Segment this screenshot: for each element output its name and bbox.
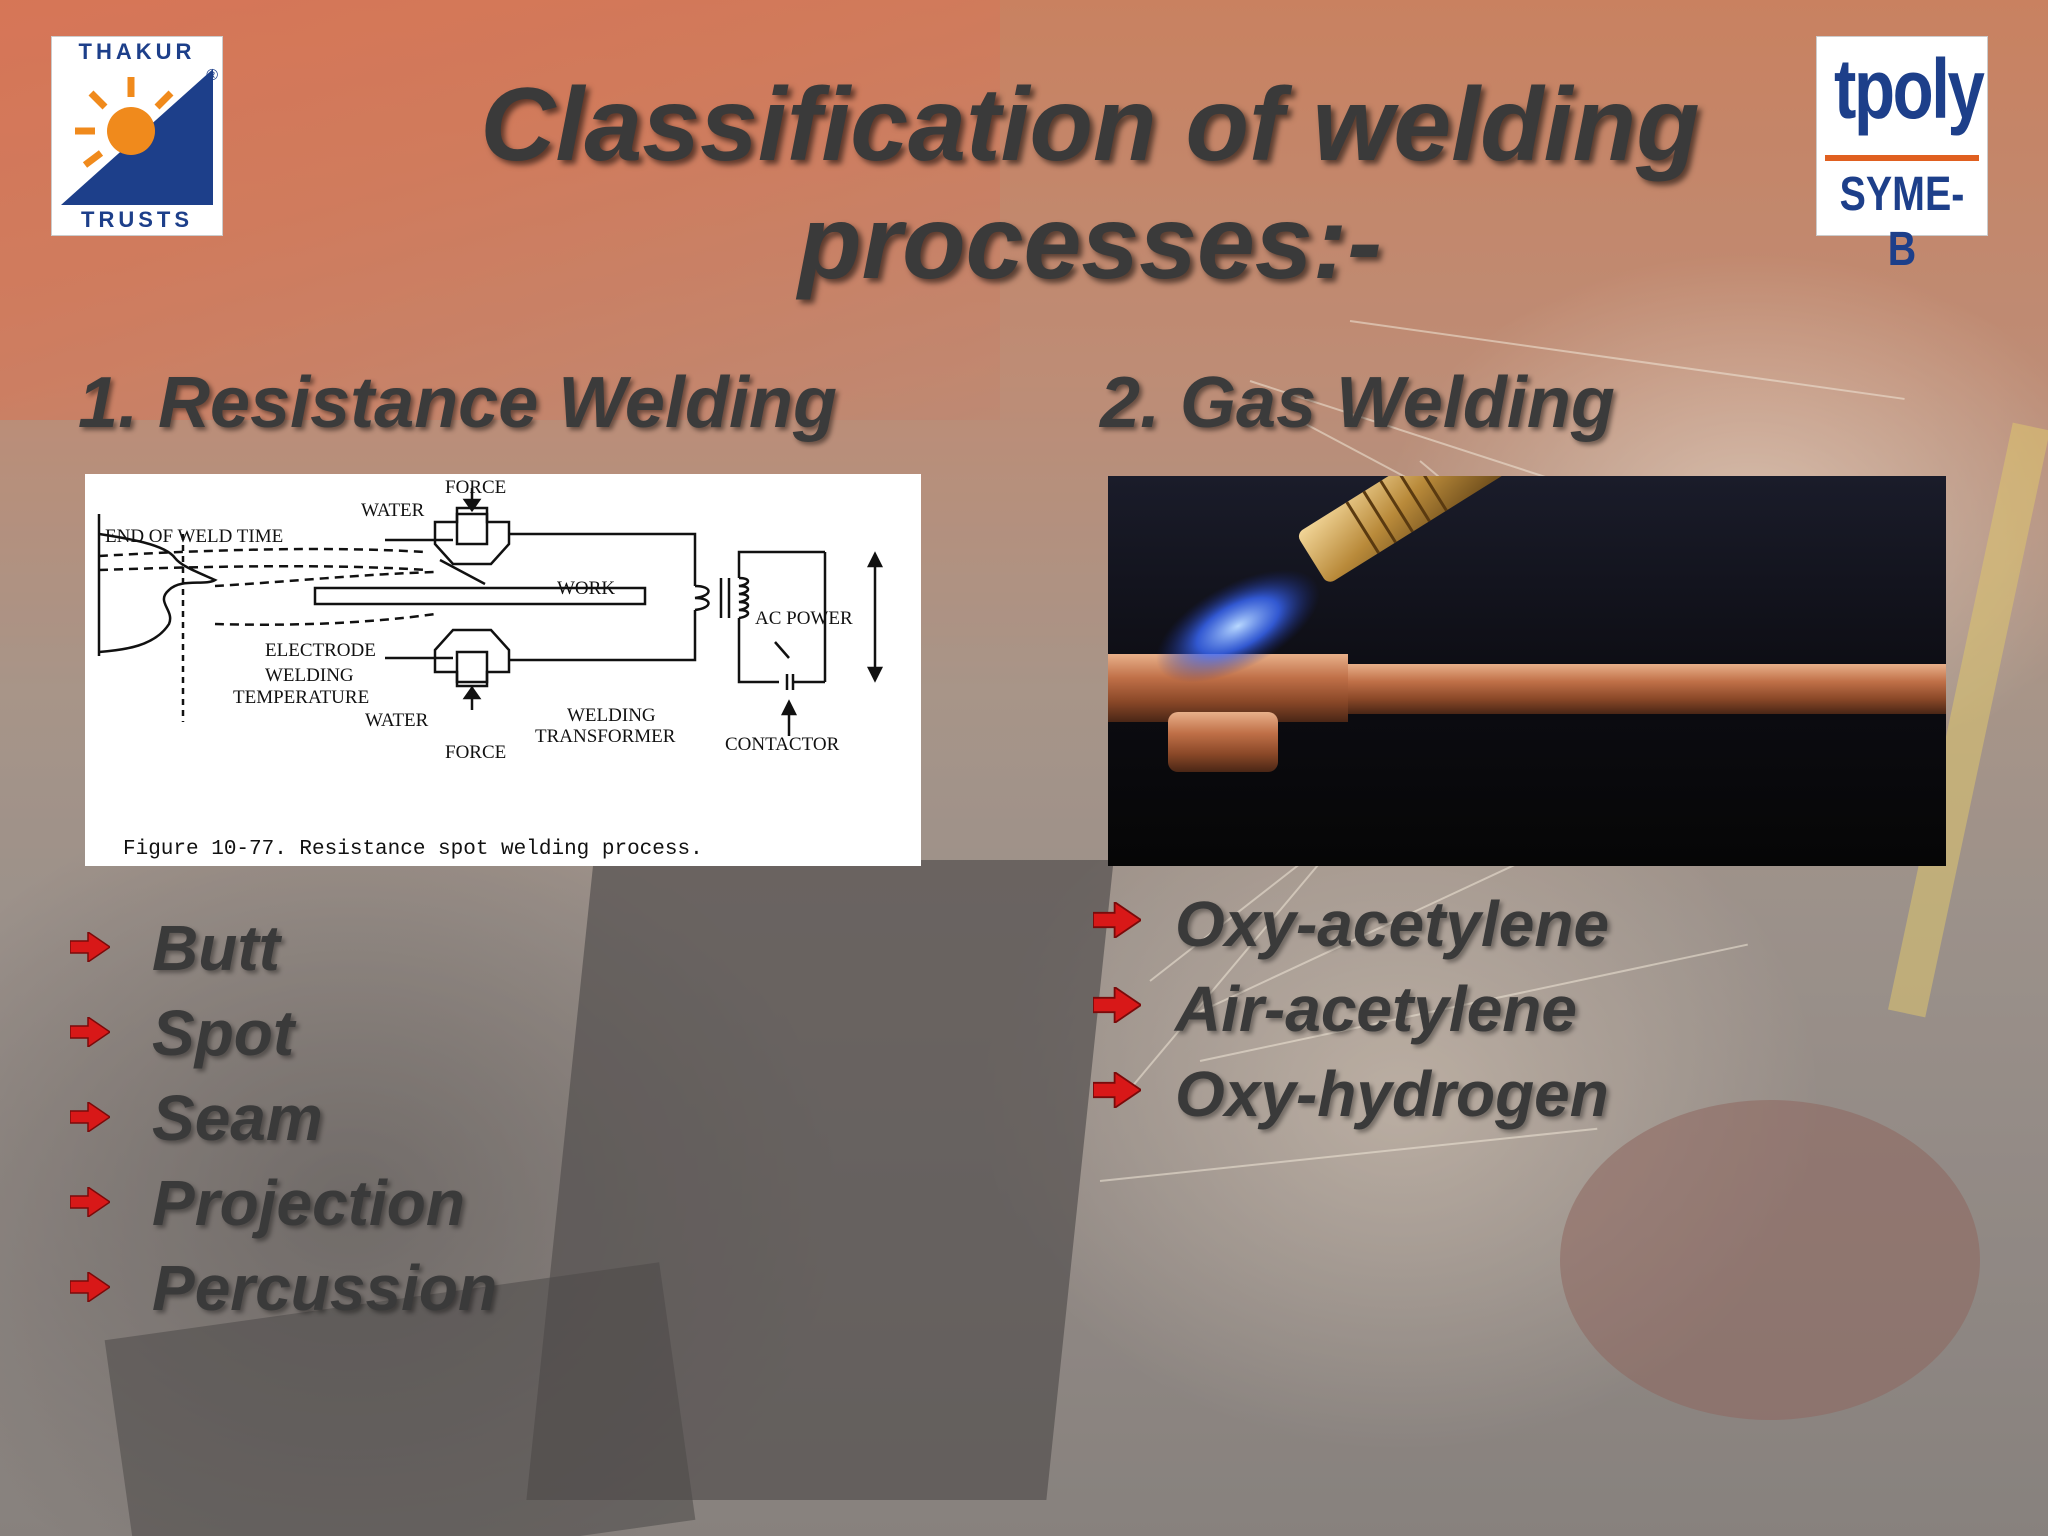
list-item-label: Seam (152, 1082, 323, 1154)
red-arrow-bullet-icon (1093, 902, 1141, 938)
heading-resistance-welding: 1. Resistance Welding (78, 363, 837, 443)
resistance-spot-welding-diagram: FORCE WATER END OF WELD TIME WORK AC POW… (85, 474, 921, 866)
gas-welding-photo (1108, 476, 1946, 866)
logo-right-brand: tpoly (1834, 42, 1985, 136)
sun-emblem-icon (61, 69, 213, 205)
label-water-bottom: WATER (365, 710, 429, 731)
label-contactor: CONTACTOR (725, 734, 840, 755)
red-arrow-bullet-icon (1093, 987, 1141, 1023)
label-water-top: WATER (361, 500, 425, 521)
label-work: WORK (557, 578, 615, 599)
heading-gas-welding: 2. Gas Welding (1100, 363, 1615, 443)
red-arrow-bullet-icon (70, 1187, 110, 1217)
slide-title: Classification of welding processes:- (300, 66, 1880, 302)
list-item-label: Oxy-hydrogen (1175, 1058, 1609, 1130)
slide-title-line-1: Classification of welding (480, 67, 1700, 183)
red-arrow-bullet-icon (70, 1017, 110, 1047)
tpoly-syme-b-logo: tpoly SYME-B (1816, 36, 1988, 276)
logo-right-underline (1825, 155, 1979, 161)
label-transformer: TRANSFORMER (535, 726, 676, 747)
logo-left-top-text: THAKUR (78, 39, 196, 64)
red-arrow-bullet-icon (70, 1272, 110, 1302)
label-force-top: FORCE (445, 477, 506, 498)
list-item-label: Butt (152, 912, 280, 984)
logo-right-subtext: SYME-B (1839, 168, 1965, 276)
red-arrow-bullet-icon (70, 932, 110, 962)
logo-left-bottom-text: TRUSTS (81, 207, 193, 232)
list-item-label: Oxy-acetylene (1175, 888, 1610, 960)
thakur-trusts-logo: THAKUR ® TRUSTS (51, 36, 223, 236)
red-arrow-bullet-icon (70, 1102, 110, 1132)
label-force-bottom: FORCE (445, 742, 506, 763)
slide-title-line-2: processes:- (798, 185, 1382, 301)
label-electrode: ELECTRODE (265, 640, 376, 661)
list-item-label: Air-acetylene (1175, 973, 1577, 1045)
list-item-label: Percussion (152, 1252, 498, 1324)
label-welding-2: WELDING (567, 705, 656, 726)
label-welding: WELDING (265, 665, 354, 686)
label-end-of-weld-time: END OF WELD TIME (105, 526, 283, 547)
figure-caption: Figure 10-77. Resistance spot welding pr… (123, 838, 703, 861)
label-ac-power: AC POWER (755, 608, 853, 629)
list-item-label: Projection (152, 1167, 465, 1239)
list-item-label: Spot (152, 997, 295, 1069)
label-temperature: TEMPERATURE (233, 687, 369, 708)
red-arrow-bullet-icon (1093, 1072, 1141, 1108)
